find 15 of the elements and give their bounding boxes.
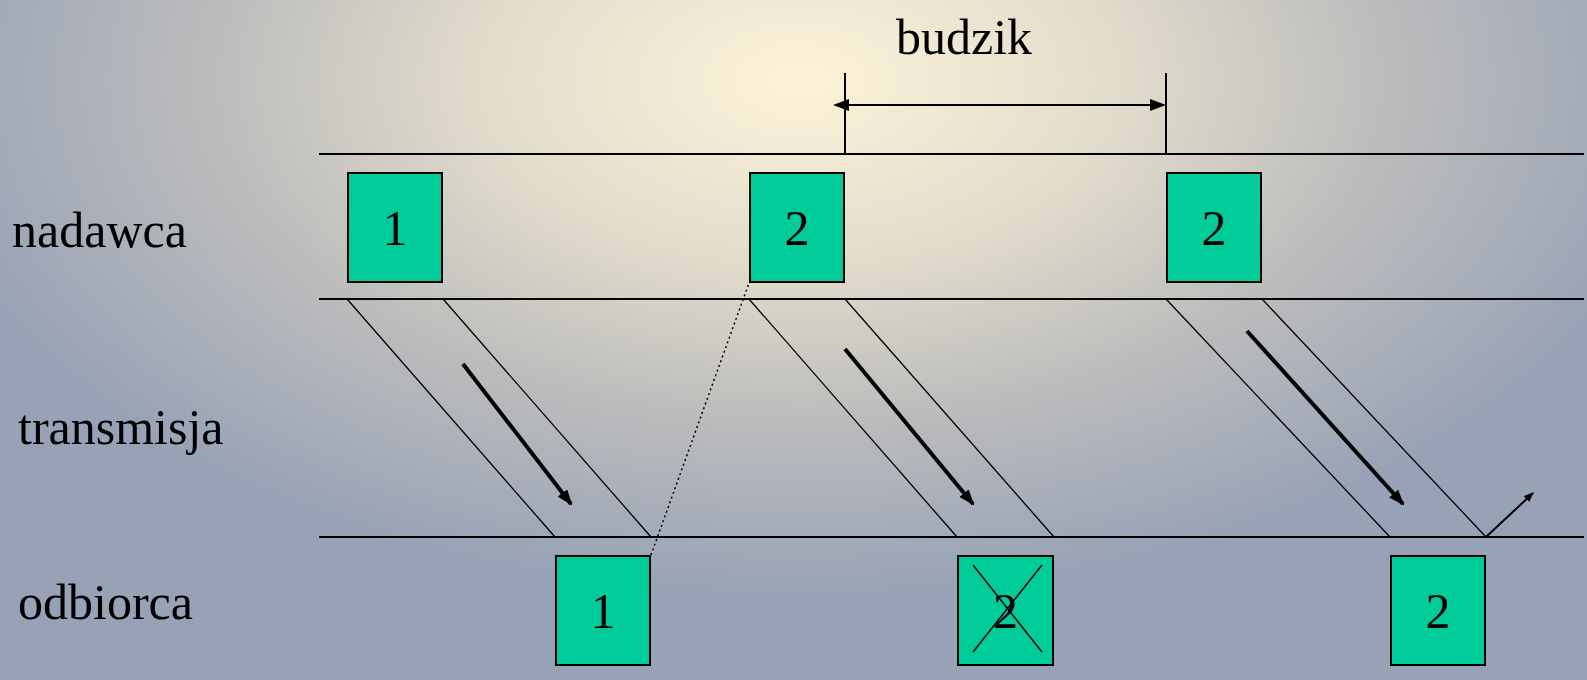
packet-number: 2 [1425, 585, 1451, 636]
packet-box [749, 172, 845, 283]
packet-number: 2 [784, 202, 810, 253]
connector-line [650, 282, 750, 556]
row-label: nadawca [12, 205, 187, 255]
timer-label: budzik [896, 12, 1033, 62]
packet-number: 1 [590, 585, 616, 636]
row-label: odbiorca [18, 577, 193, 627]
packet-box [347, 172, 443, 283]
packet-box [957, 555, 1054, 666]
packet-box [555, 555, 651, 666]
packet-number: 1 [382, 202, 408, 253]
packet-box [1390, 555, 1486, 666]
packet-box [1166, 172, 1262, 283]
packet-number: 2 [1201, 202, 1227, 253]
